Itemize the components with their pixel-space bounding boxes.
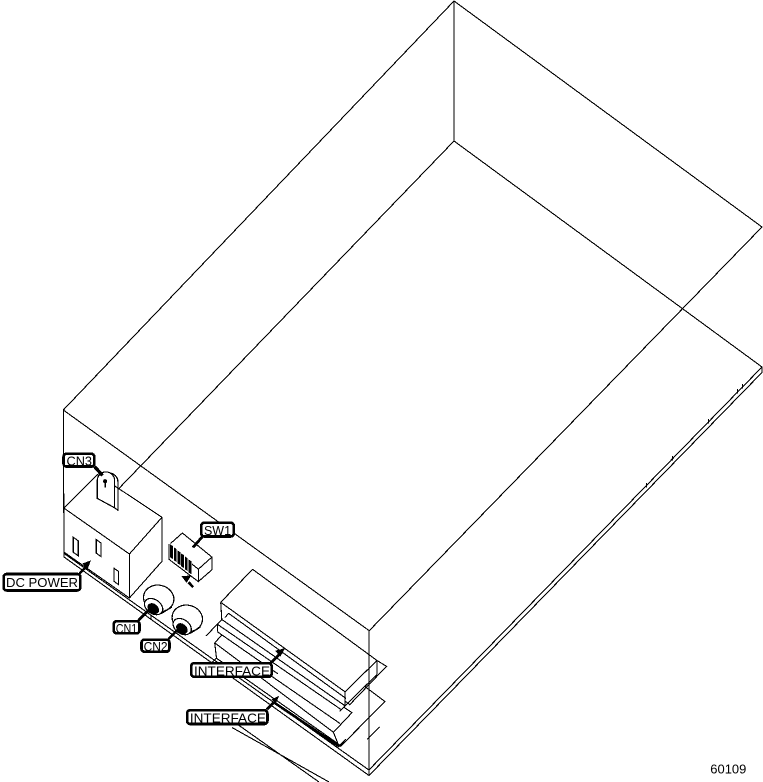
svg-text:CN3: CN3 (67, 454, 93, 468)
svg-text:INTERFACE: INTERFACE (190, 712, 266, 726)
svg-text:60109: 60109 (710, 763, 746, 777)
svg-text:CN2: CN2 (144, 640, 168, 654)
svg-text:CN1: CN1 (116, 622, 138, 636)
svg-text:INTERFACE: INTERFACE (194, 664, 270, 678)
svg-text:SW1: SW1 (204, 524, 231, 538)
svg-text:DC POWER: DC POWER (6, 576, 78, 590)
